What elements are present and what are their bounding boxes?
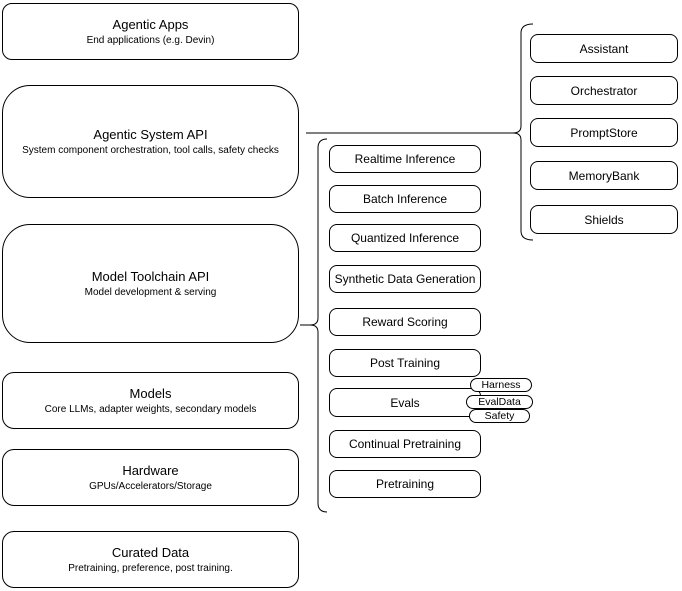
node-label: Assistant [579, 41, 629, 56]
node-label: Quantized Inference [350, 231, 460, 245]
node-evals: Evals [329, 388, 481, 417]
pill-safety: Safety [469, 409, 530, 423]
node-label: Realtime Inference [354, 152, 456, 166]
node-agentic-apps: Agentic Apps End applications (e.g. Devi… [2, 3, 299, 60]
node-label: Evals [390, 395, 420, 410]
node-label: MemoryBank [568, 168, 640, 183]
node-shields: Shields [530, 205, 678, 234]
node-title: Agentic Apps [112, 16, 189, 32]
pill-harness: Harness [470, 378, 532, 392]
node-label: Pretraining [375, 477, 435, 491]
node-label: Shields [584, 212, 624, 227]
node-subtitle: GPUs/Accelerators/Storage [89, 480, 212, 492]
node-title: Model Toolchain API [91, 268, 210, 284]
pill-label: Harness [481, 379, 521, 391]
node-quantized-inference: Quantized Inference [329, 224, 481, 252]
node-title: Hardware [122, 462, 179, 478]
node-promptstore: PromptStore [530, 118, 678, 147]
pill-label: EvalData [478, 396, 521, 408]
node-model-toolchain-api: Model Toolchain API Model development & … [2, 224, 299, 343]
node-label: Orchestrator [570, 83, 638, 98]
node-post-training: Post Training [329, 349, 481, 377]
toolchain-components-brace [309, 138, 328, 513]
node-label: Post Training [369, 356, 441, 370]
node-agentic-system-api: Agentic System API System component orch… [2, 85, 299, 198]
node-curated-data: Curated Data Pretraining, preference, po… [2, 531, 299, 588]
node-label: Continual Pretraining [348, 437, 462, 451]
node-subtitle: Model development & serving [84, 286, 217, 298]
node-label: Synthetic Data Generation [334, 272, 476, 286]
node-pretraining: Pretraining [329, 470, 481, 498]
node-reward-scoring: Reward Scoring [329, 308, 481, 336]
node-title: Curated Data [111, 544, 190, 560]
pill-evaldata: EvalData [466, 395, 533, 409]
node-label: PromptStore [570, 125, 638, 140]
node-label: Batch Inference [362, 192, 448, 206]
node-synthetic-data-generation: Synthetic Data Generation [329, 265, 481, 293]
node-title: Agentic System API [93, 126, 208, 142]
node-hardware: Hardware GPUs/Accelerators/Storage [2, 449, 299, 506]
node-orchestrator: Orchestrator [530, 76, 678, 105]
node-subtitle: Core LLMs, adapter weights, secondary mo… [44, 403, 257, 415]
node-label: Reward Scoring [362, 315, 448, 329]
node-continual-pretraining: Continual Pretraining [329, 430, 481, 458]
node-subtitle: System component orchestration, tool cal… [22, 144, 279, 156]
node-subtitle: Pretraining, preference, post training. [68, 562, 233, 574]
pill-label: Safety [484, 410, 515, 422]
node-title: Models [129, 385, 172, 401]
node-memorybank: MemoryBank [530, 161, 678, 190]
node-models: Models Core LLMs, adapter weights, secon… [2, 372, 299, 429]
node-realtime-inference: Realtime Inference [329, 145, 481, 173]
node-assistant: Assistant [530, 34, 678, 63]
node-batch-inference: Batch Inference [329, 185, 481, 213]
node-subtitle: End applications (e.g. Devin) [86, 34, 215, 46]
